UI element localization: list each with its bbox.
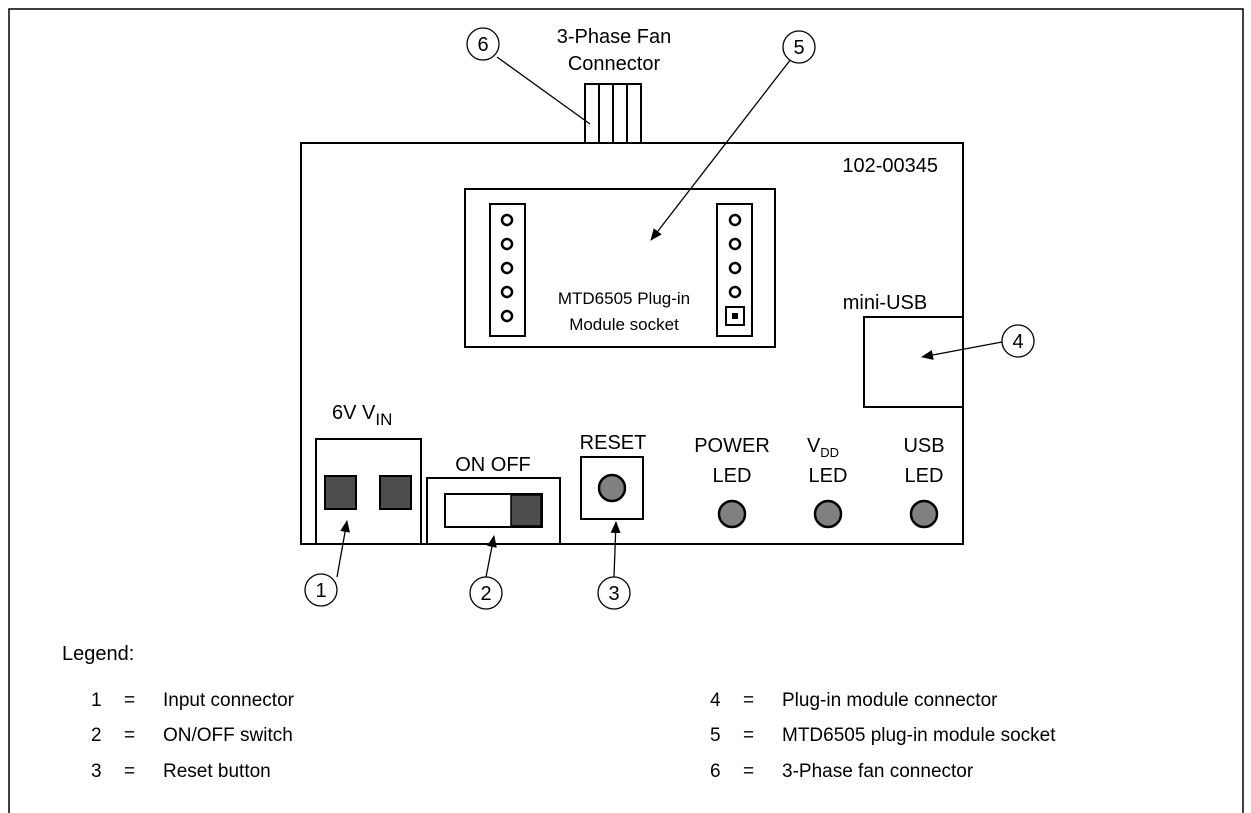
svg-text:3-Phase fan connector: 3-Phase fan connector: [782, 761, 974, 782]
callout-1: 1: [305, 574, 337, 606]
power-led-label-line1: POWER: [694, 435, 770, 457]
svg-text:4: 4: [710, 690, 721, 711]
legend-title: Legend:: [62, 643, 134, 665]
svg-text:Input connector: Input connector: [163, 690, 295, 711]
module-socket-label-line2: Module socket: [569, 315, 679, 334]
legend-right: 4 = Plug-in module connector 5 = MTD6505…: [710, 690, 1056, 782]
svg-text:2: 2: [480, 583, 491, 605]
callout-2: 2: [470, 577, 502, 609]
svg-text:5: 5: [793, 37, 804, 59]
fan-connector-label-line1: 3-Phase Fan: [557, 26, 672, 48]
usb-led-label-line1: USB: [903, 435, 944, 457]
svg-text:3: 3: [91, 761, 102, 782]
legend-item: 6 = 3-Phase fan connector: [710, 761, 974, 782]
legend-left: 1 = Input connector 2 = ON/OFF switch 3 …: [91, 690, 295, 782]
vdd-led-label-line2: LED: [809, 465, 848, 487]
svg-text:1: 1: [315, 580, 326, 602]
svg-text:=: =: [743, 690, 754, 711]
svg-text:2: 2: [91, 725, 102, 746]
module-socket-label-line1: MTD6505 Plug-in: [558, 289, 690, 308]
mini-usb-label: mini-USB: [843, 292, 927, 314]
svg-text:Reset button: Reset button: [163, 761, 271, 782]
part-number: 102-00345: [842, 155, 938, 177]
svg-text:MTD6505 plug-in module socket: MTD6505 plug-in module socket: [782, 725, 1056, 746]
reset-button-cap: [599, 475, 625, 501]
callout-5: 5: [783, 31, 815, 63]
legend-item: 1 = Input connector: [91, 690, 295, 711]
fan-connector-label-line2: Connector: [568, 53, 661, 75]
svg-text:4: 4: [1012, 331, 1023, 353]
usb-led: [911, 501, 937, 527]
svg-text:6: 6: [477, 34, 488, 56]
input-terminal-2: [380, 476, 411, 509]
svg-text:6: 6: [710, 761, 721, 782]
vdd-led-label-line1: VDD: [807, 435, 839, 460]
socket-pins-left: [502, 215, 512, 321]
svg-text:Plug-in module connector: Plug-in module connector: [782, 690, 998, 711]
legend-item: 4 = Plug-in module connector: [710, 690, 998, 711]
callout-6: 6: [467, 28, 499, 60]
legend-item: 3 = Reset button: [91, 761, 271, 782]
fan-connector: [585, 84, 641, 144]
vin-label: 6V VIN: [332, 402, 392, 429]
svg-text:=: =: [743, 761, 754, 782]
svg-text:ON/OFF switch: ON/OFF switch: [163, 725, 293, 746]
usb-led-label-line2: LED: [905, 465, 944, 487]
switch-label: ON OFF: [455, 454, 531, 476]
callout-3: 3: [598, 577, 630, 609]
power-led: [719, 501, 745, 527]
switch-knob: [511, 495, 541, 526]
legend-item: 2 = ON/OFF switch: [91, 725, 293, 746]
input-terminal-1: [325, 476, 356, 509]
callout-4: 4: [1002, 325, 1034, 357]
svg-text:3: 3: [608, 583, 619, 605]
svg-text:5: 5: [710, 725, 721, 746]
callout-leaders: [337, 57, 1002, 577]
mini-usb-connector: [864, 317, 963, 407]
reset-label: RESET: [580, 432, 647, 454]
socket-pins-right: [730, 215, 740, 297]
power-led-label-line2: LED: [713, 465, 752, 487]
legend-item: 5 = MTD6505 plug-in module socket: [710, 725, 1056, 746]
figure-frame: [9, 9, 1243, 813]
svg-text:=: =: [124, 690, 135, 711]
svg-text:1: 1: [91, 690, 102, 711]
svg-text:=: =: [124, 761, 135, 782]
svg-text:=: =: [743, 725, 754, 746]
vdd-led: [815, 501, 841, 527]
svg-text:=: =: [124, 725, 135, 746]
